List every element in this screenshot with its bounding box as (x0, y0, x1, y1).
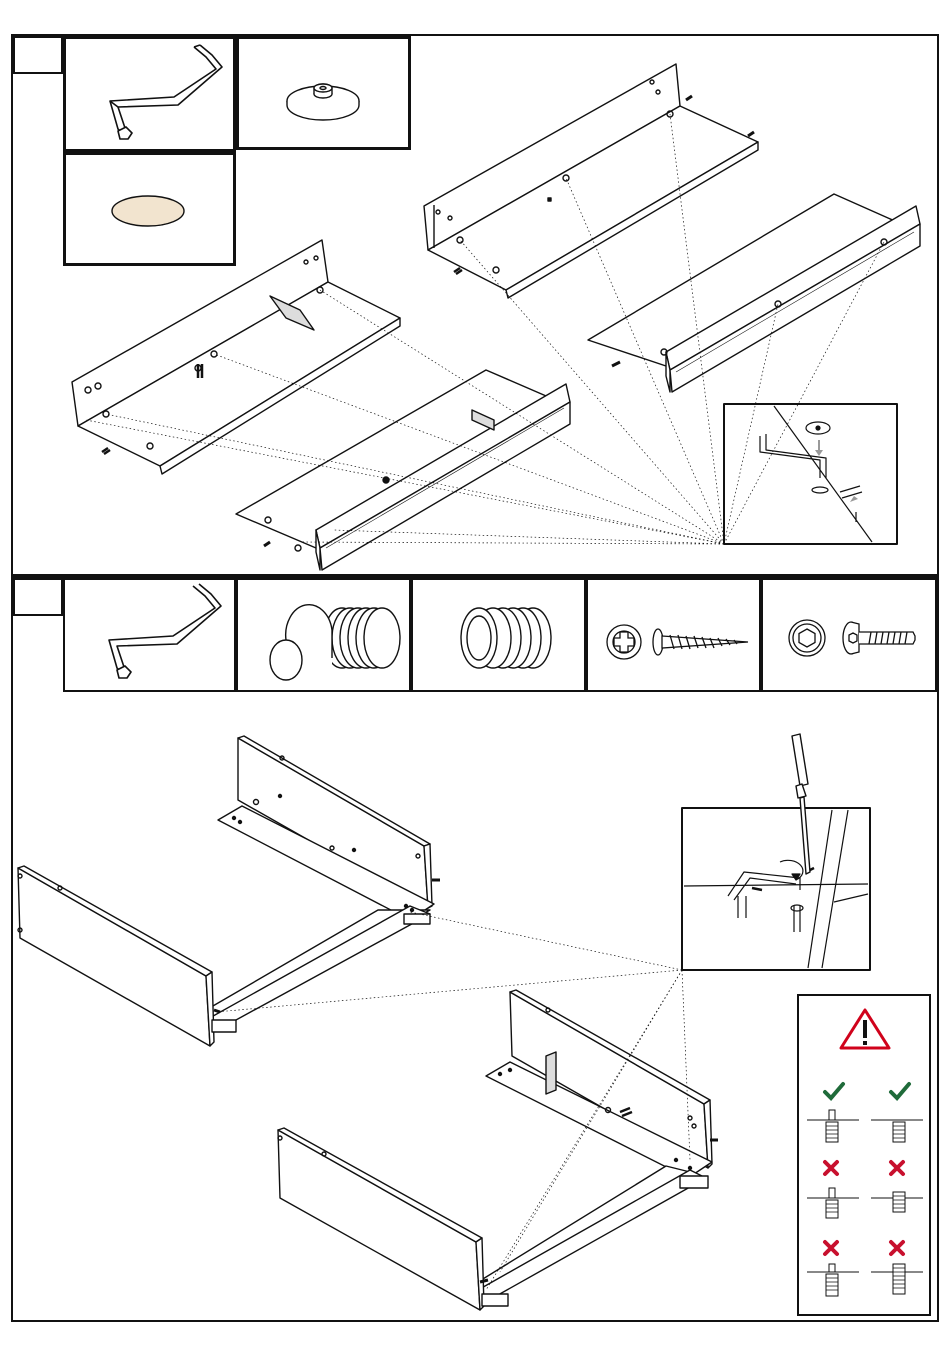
right-upper-side-panel (588, 194, 920, 392)
check-icon (891, 1084, 909, 1098)
cross-icon (891, 1162, 903, 1174)
cross-icon (825, 1162, 837, 1174)
warning-graphics (799, 996, 929, 1314)
phillips-wood-screw-icon (588, 580, 759, 690)
part-hex-bolt-box (761, 578, 937, 692)
step-1-drawing (0, 0, 950, 580)
part-allen-key-box-2 (63, 578, 236, 692)
allen-key-icon (65, 580, 234, 690)
lower-side-panel (236, 370, 570, 570)
cross-icon (825, 1242, 837, 1254)
hex-connector-bolt-icon (763, 580, 935, 690)
part-wood-screw-box (586, 578, 761, 692)
part-cam-dowel-box (236, 578, 411, 692)
check-icon (825, 1084, 843, 1098)
step-2-number (13, 578, 63, 616)
top-panel-assembly (424, 64, 758, 298)
cross-icon (891, 1242, 903, 1254)
warning-panel (797, 994, 931, 1316)
threaded-insert-icon (413, 580, 584, 690)
part-threaded-insert-box (411, 578, 586, 692)
cam-dowel-insert-icon (238, 580, 409, 690)
warning-triangle-icon (841, 1010, 889, 1048)
left-panel-assembly (72, 240, 400, 474)
